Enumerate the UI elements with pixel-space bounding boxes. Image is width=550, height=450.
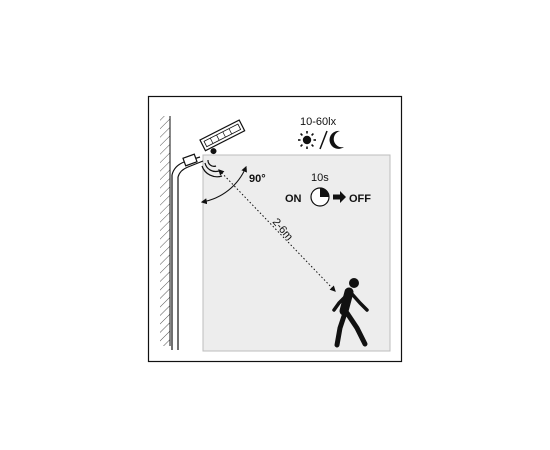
wall <box>160 116 171 346</box>
walking-person-icon <box>332 278 369 348</box>
street-lamp-icon <box>171 119 246 350</box>
delay-label: 10s <box>311 172 329 184</box>
timer-pie-icon <box>310 187 330 207</box>
lux-label: 10-60lx <box>300 116 337 128</box>
sun-icon <box>298 131 316 149</box>
day-night-separator <box>319 130 328 150</box>
angle-label: 90° <box>249 173 266 185</box>
on-label: ON <box>285 193 302 205</box>
detection-zone <box>202 154 391 352</box>
arrow-right-icon <box>333 191 346 203</box>
off-label: OFF <box>349 193 371 205</box>
moon-icon <box>329 130 344 149</box>
